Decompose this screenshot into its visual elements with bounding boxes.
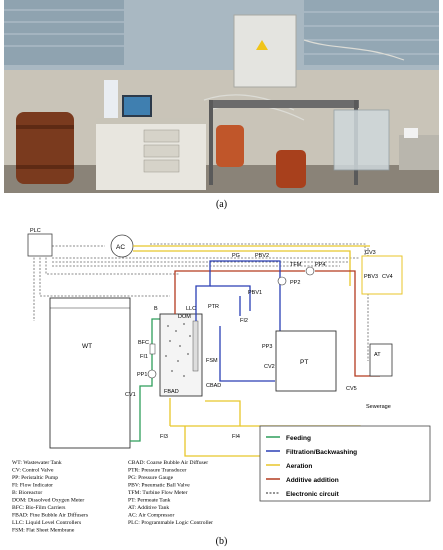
svg-text:B: Bioreactor: B: Bioreactor	[12, 490, 42, 496]
wt-label: WT	[82, 343, 92, 350]
legend-label-additive: Additive addition	[286, 477, 339, 484]
permeate-tank	[275, 330, 337, 392]
fi1-label: FI1	[140, 354, 148, 360]
fi2-label: FI2	[240, 318, 248, 324]
ac-label: AC	[116, 244, 125, 251]
pp4	[305, 266, 315, 276]
control-cabinet	[233, 14, 297, 88]
pg-label: PG	[232, 253, 240, 259]
process-flow-diagram: PLC AC WT FI1 PP1 CV1 B LLC DOM BFC FBAD…	[12, 228, 431, 534]
legend: Feeding Filtration/Backwashing Aeration …	[259, 425, 431, 502]
pp3-label: PP3	[262, 344, 272, 350]
abbreviations-right: CBAD: Coarse Bubble Air Diffuser PTR: Pr…	[128, 459, 213, 526]
fi3-label: FI3	[160, 434, 168, 440]
cv5-label: CV5	[346, 386, 357, 392]
pbv1-label: PBV1	[248, 290, 262, 296]
legend-label-filtration: Filtration/Backwashing	[286, 449, 357, 456]
lab-setup-photo	[4, 0, 439, 193]
svg-text:FSM: Flat Sheet Membrane: FSM: Flat Sheet Membrane	[12, 528, 75, 534]
svg-text:BFC: Bio-Film Carriers: BFC: Bio-Film Carriers	[12, 505, 65, 511]
llc-label: LLC	[186, 306, 196, 312]
cv1-label: CV1	[125, 392, 136, 398]
abbreviations-left: WT: Wastewater Tank CV: Control Valve PP…	[12, 460, 88, 534]
legend-label-feeding: Feeding	[286, 435, 311, 442]
fi1	[149, 343, 156, 355]
svg-text:FBAD: Fine Bubble Air Diffuser: FBAD: Fine Bubble Air Diffusers	[12, 512, 88, 519]
legend-label-aeration: Aeration	[286, 463, 312, 470]
pt-label: PT	[300, 359, 308, 366]
at-label: AT	[374, 352, 381, 358]
svg-text:CBAD: Coarse Bubble Air Diffus: CBAD: Coarse Bubble Air Diffuser	[128, 459, 208, 466]
caption-a: (a)	[215, 199, 228, 210]
svg-text:TFM: Turbine Flow Meter: TFM: Turbine Flow Meter	[128, 490, 188, 496]
pp2	[277, 276, 287, 286]
ptr-label: PTR	[208, 304, 219, 310]
svg-text:PG: Pressure Gauge: PG: Pressure Gauge	[128, 475, 174, 481]
legend-box	[259, 425, 431, 502]
flat-sheet-membrane	[192, 320, 199, 372]
svg-text:LLC: Liquid Level Controllers: LLC: Liquid Level Controllers	[12, 520, 81, 526]
bfc-label: BFC	[138, 340, 149, 346]
pbv2-label: PBV2	[255, 253, 269, 259]
svg-text:FI: Flow Indicator: FI: Flow Indicator	[12, 483, 53, 489]
reactor-tank	[333, 109, 390, 171]
svg-text:PTR: Pressure Transducer: PTR: Pressure Transducer	[128, 468, 187, 474]
fsm-label: FSM	[206, 358, 218, 364]
pp2-label: PP2	[290, 280, 300, 286]
svg-text:WT: Wastewater Tank: WT: Wastewater Tank	[12, 460, 62, 466]
svg-text:DOM: Dissolved Oxygen Meter: DOM: Dissolved Oxygen Meter	[12, 498, 84, 504]
dom-label: DOM	[178, 314, 191, 320]
svg-text:CV: Control Valve: CV: Control Valve	[12, 468, 54, 474]
pp1	[147, 369, 157, 379]
drum-mid	[216, 125, 244, 167]
fbad-label: FBAD	[164, 389, 179, 395]
filtration-line	[195, 260, 281, 382]
electronic-circuit-lines	[33, 243, 369, 361]
svg-text:PLC: Programmable Logic Contro: PLC: Programmable Logic Controller	[128, 520, 213, 526]
svg-text:AT: Additive Tank: AT: Additive Tank	[128, 505, 169, 511]
svg-text:PP: Peristaltic Pump: PP: Peristaltic Pump	[12, 475, 58, 481]
cv2-label: CV2	[264, 364, 275, 370]
plc-label: PLC	[30, 228, 41, 234]
wastewater-tank	[49, 297, 131, 449]
pbv3-label: PBV3	[364, 274, 378, 280]
b-label: B	[154, 306, 158, 312]
cv3-label: CV3	[365, 250, 376, 256]
pp4-label: PP4	[315, 262, 325, 268]
fi4-label: FI4	[232, 434, 240, 440]
cbad-label: CBAD	[206, 383, 221, 389]
sewerage-label: Sewerage	[366, 404, 391, 410]
additive-tank	[369, 343, 393, 377]
feeding-line	[130, 318, 160, 442]
svg-text:PT: Permeate Tank: PT: Permeate Tank	[128, 498, 171, 504]
svg-text:PBV: Pneumatic Ball Valve: PBV: Pneumatic Ball Valve	[128, 483, 190, 489]
tfm-label: TFM	[290, 262, 302, 268]
caption-b: (b)	[215, 536, 228, 547]
pbv3-cv4-box	[361, 255, 403, 295]
cv4-label: CV4	[382, 274, 393, 280]
drum-low	[276, 150, 306, 188]
pp1-label: PP1	[137, 372, 147, 378]
legend-label-electronic: Electronic circuit	[286, 491, 340, 498]
additive-line	[174, 270, 380, 377]
plc-box	[27, 233, 53, 257]
svg-text:AC: Air Compressor: AC: Air Compressor	[128, 513, 174, 519]
drum-left	[16, 112, 74, 184]
